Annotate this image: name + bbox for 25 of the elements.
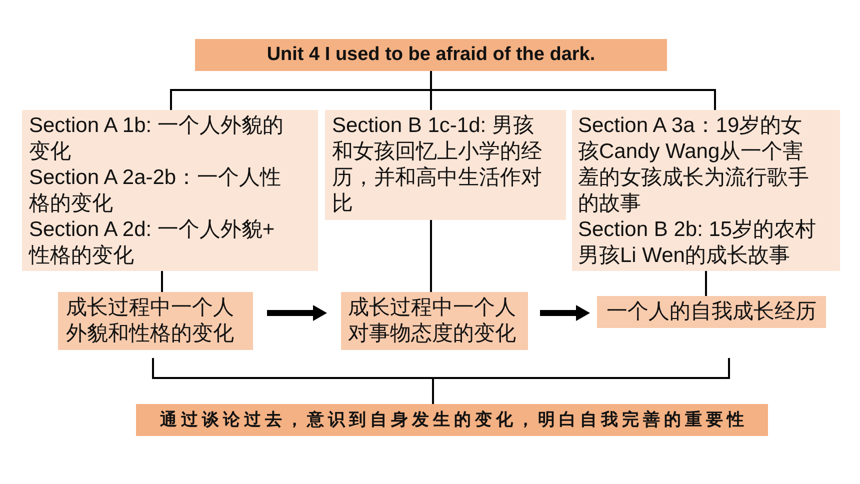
- title-banner: [195, 39, 667, 71]
- lesson-box: [572, 110, 840, 271]
- connector-line: [161, 271, 163, 292]
- arrow: [540, 305, 590, 321]
- theme-text: 成长过程中一个人外貌和性格的变化: [66, 295, 235, 347]
- lesson-note: Section A 1b: 一个人外貌的变化: [29, 113, 284, 165]
- title-text: Unit 4 I used to be afraid of the dark.: [266, 43, 596, 67]
- theme-box: [597, 296, 826, 328]
- arrow: [267, 305, 327, 321]
- lesson-note: Section A 2d: 一个人外貌+性格的变化: [29, 217, 276, 269]
- lesson-note: Section B 1c-1d: 男孩和女孩回忆上小学的经历，并和高中生活作对比: [332, 113, 543, 217]
- theme-text: 成长过程中一个人对事物态度的变化: [348, 295, 517, 347]
- lesson-note: Section A 3a：19岁的女孩Candy Wang从一个害羞的女孩成长为流行歌手的故事: [578, 113, 810, 217]
- lesson-note: Section A 2a-2b：一个人性格的变化: [29, 165, 282, 217]
- lesson-box: [22, 110, 318, 271]
- summary-text: 通过谈论过去，意识到自身发生的变化，明白自我完善的重要性: [159, 409, 749, 431]
- theme-box: [341, 292, 528, 350]
- lesson-note: Section B 2b: 15岁的农村男孩Li Wen的成长故事: [578, 217, 818, 269]
- summary-box: [136, 404, 768, 436]
- theme-box: [58, 292, 253, 350]
- theme-text: 一个人的自我成长经历: [606, 299, 818, 325]
- connector-line: [430, 71, 716, 110]
- connector-line: [705, 271, 707, 296]
- lesson-box: [325, 110, 566, 220]
- connector-line: [430, 220, 432, 292]
